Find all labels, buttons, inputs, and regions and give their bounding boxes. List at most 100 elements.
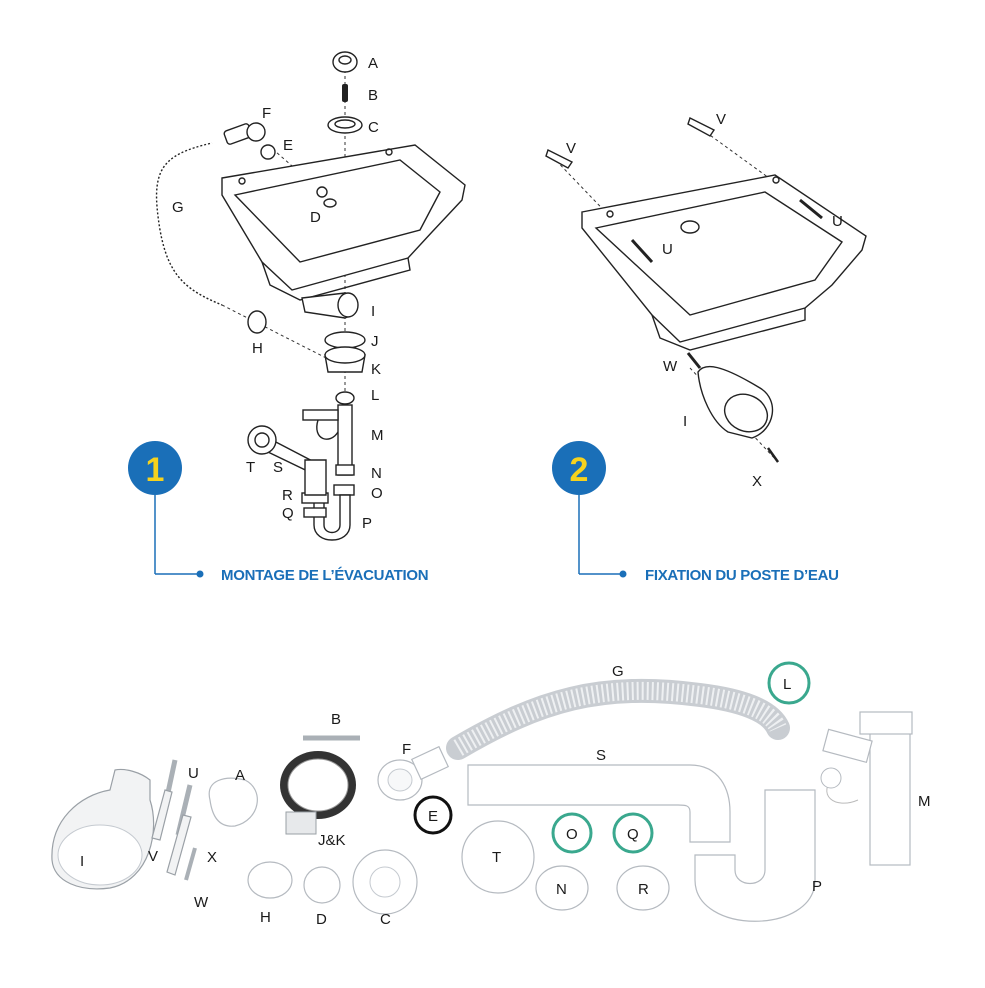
label-h: H <box>252 340 263 357</box>
label-i: I <box>371 303 375 320</box>
part-h-nut-illustration <box>247 310 267 334</box>
parts-overview: I U V X W A B J&K F E H D C G S T O Q N … <box>51 661 931 928</box>
ring-o <box>551 812 593 854</box>
part-label-a: A <box>235 767 245 784</box>
label-d: D <box>310 209 321 226</box>
label2-x: X <box>752 473 762 490</box>
screw-x-illustration <box>766 447 780 463</box>
section1-caption: MONTAGE DE L’ÉVACUATION <box>221 567 428 584</box>
label-a: A <box>368 55 378 72</box>
label-n: N <box>371 465 382 482</box>
part-label-e: E <box>428 808 438 825</box>
bracket-i-illustration <box>697 365 774 439</box>
part-c-photo <box>352 849 418 915</box>
part-label-q: Q <box>627 826 639 843</box>
part-label-x: X <box>207 849 217 866</box>
part-s-photo <box>467 764 731 843</box>
screw-u1-illustration <box>630 238 654 264</box>
ring-l <box>767 661 811 705</box>
label-m: M <box>371 427 384 444</box>
part-f-photo <box>377 745 450 801</box>
section1-drain-assembly: A B C D E F G H I J K L M N O P Q R S T … <box>128 51 466 584</box>
label2-v2: V <box>716 111 726 128</box>
part-label-c: C <box>380 911 391 928</box>
ring-q <box>612 812 654 854</box>
part-jk-drain-illustration <box>324 331 366 373</box>
label-k: K <box>371 361 381 378</box>
label-g: G <box>172 199 184 216</box>
label-c: C <box>368 119 379 136</box>
part-label-l: L <box>783 676 791 693</box>
label-e: E <box>283 137 293 154</box>
part-a-photo <box>208 777 258 827</box>
part-v-anchor-1 <box>151 789 173 841</box>
part-c-strainer-illustration <box>327 116 363 134</box>
step-2-number: 2 <box>570 451 589 489</box>
sink-basin-illustration <box>221 144 466 301</box>
label-l: L <box>371 387 379 404</box>
label2-u1: U <box>662 241 673 258</box>
part-i-photo <box>51 768 155 890</box>
part-label-o: O <box>566 826 578 843</box>
anchor-v2-illustration <box>687 117 716 137</box>
part-d-illustration <box>323 198 337 208</box>
label-f: F <box>262 105 271 122</box>
part-m-photo <box>820 711 913 866</box>
part-e-gasket-illustration <box>260 144 276 160</box>
part-label-s: S <box>596 747 606 764</box>
part-f-overflow-illustration <box>223 122 266 145</box>
part-h-photo <box>247 861 293 899</box>
part-a-cap-illustration <box>332 51 358 73</box>
part-label-w: W <box>194 894 209 911</box>
part-label-g: G <box>612 663 624 680</box>
label2-u2: U <box>832 213 843 230</box>
anchor-v1-illustration <box>545 149 574 169</box>
part-label-d: D <box>316 911 327 928</box>
part-r-photo <box>616 865 670 911</box>
part-w-screw <box>184 847 197 881</box>
label-p: P <box>362 515 372 532</box>
part-jk-photo <box>280 751 356 835</box>
part-label-jk: J&K <box>318 832 346 849</box>
label2-w: W <box>663 358 678 375</box>
screw-u2-illustration <box>799 198 823 220</box>
part-label-u: U <box>188 765 199 782</box>
part-label-p: P <box>812 878 822 895</box>
section2-caption: FIXATION DU POSTE D’EAU <box>645 567 839 584</box>
part-label-r: R <box>638 881 649 898</box>
part-label-f: F <box>402 741 411 758</box>
label2-v1: V <box>566 140 576 157</box>
screw-w-illustration <box>686 352 702 369</box>
part-v-anchor-2 <box>166 814 192 876</box>
step-1-number: 1 <box>146 451 165 489</box>
step-2-badge <box>552 441 606 495</box>
part-label-i: I <box>80 853 84 870</box>
part-n-photo <box>535 865 589 911</box>
part-label-v: V <box>148 848 158 865</box>
part-p-photo <box>694 789 816 922</box>
part-l-washer-illustration <box>335 391 355 405</box>
part-t-photo <box>461 820 535 894</box>
sink-basin-2-illustration <box>581 174 867 351</box>
part-i-bracket-illustration <box>301 292 359 319</box>
step-1-badge <box>128 441 182 495</box>
part-d-photo <box>303 866 341 904</box>
label-r: R <box>282 487 293 504</box>
part-label-h: H <box>260 909 271 926</box>
label-o: O <box>371 485 383 502</box>
label2-i: I <box>683 413 687 430</box>
part-label-b: B <box>331 711 341 728</box>
siphon-assembly-illustration <box>247 404 355 541</box>
label-s: S <box>273 459 283 476</box>
label-t: T <box>246 459 255 476</box>
part-label-t: T <box>492 849 501 866</box>
ring-e <box>413 795 453 835</box>
part-b-screw-illustration <box>342 84 348 102</box>
label-j: J <box>371 333 379 350</box>
part-label-n: N <box>556 881 567 898</box>
label-b: B <box>368 87 378 104</box>
section2-wall-fixing: V V U U W I X 2 FIXATION DU POSTE D’EAU <box>545 111 867 584</box>
part-label-m: M <box>918 793 931 810</box>
label-q: Q <box>282 505 294 522</box>
